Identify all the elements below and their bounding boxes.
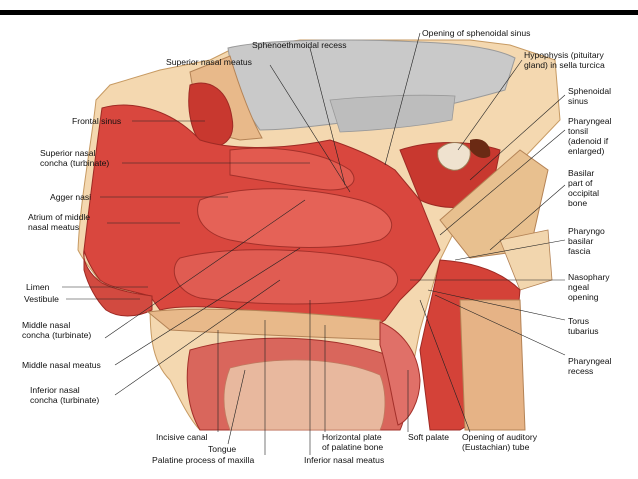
leader-fascia	[454, 239, 566, 261]
label-superior-nasal-meatus: Superior nasal meatus	[166, 57, 252, 67]
label-nasopharyngeal-opening: Nasophary ngeal opening	[568, 272, 610, 302]
leader-middle-meatus	[114, 247, 301, 366]
brain-region	[227, 39, 516, 131]
label-superior-nasal-concha: Superior nasal concha (turbinate)	[40, 148, 110, 168]
label-basilar-part: Basilar part of occipital bone	[568, 168, 600, 208]
label-opening-auditory-tube: Opening of auditory (Eustachian) tube	[462, 432, 538, 452]
label-atrium-middle-meatus: Atrium of middle nasal meatus	[28, 212, 91, 232]
leader-opening-sphenoidal	[384, 32, 421, 166]
label-middle-nasal-concha: Middle nasal concha (turbinate)	[22, 320, 92, 340]
leader-auditory	[419, 299, 471, 433]
label-limen: Limen	[26, 282, 50, 292]
label-tongue: Tongue	[208, 444, 237, 454]
leader-pharyngeal-tonsil	[439, 129, 566, 236]
label-torus-tubarius: Torus tubarius	[568, 316, 599, 336]
middle-concha-shape	[197, 188, 392, 248]
brain-lower	[329, 94, 456, 133]
label-agger-nasi: Agger nasi	[50, 192, 92, 202]
inferior-concha-shape	[173, 249, 399, 305]
superior-concha-shape	[229, 147, 355, 191]
header-bar	[0, 10, 638, 15]
frontal-sinus-shape	[188, 82, 234, 147]
label-soft-palate: Soft palate	[408, 432, 450, 442]
label-frontal-sinus: Frontal sinus	[72, 116, 122, 126]
leader-superior-meatus	[269, 64, 351, 193]
label-horizontal-plate: Horizontal plate of palatine bone	[322, 432, 384, 452]
leader-inferior-concha	[114, 279, 281, 396]
pituitary-shape	[437, 142, 471, 171]
soft-palate-shape	[379, 321, 421, 426]
label-middle-nasal-meatus: Middle nasal meatus	[22, 360, 101, 370]
label-vestibule: Vestibule	[24, 294, 59, 304]
label-pharyngeal-recess: Pharyngeal recess	[568, 356, 612, 376]
leader-pharyngeal-recess	[434, 294, 566, 356]
leader-hypophysis	[457, 59, 523, 151]
label-pharyngeal-tonsil: Pharyngeal tonsil (adenoid if enlarged)	[568, 116, 612, 156]
label-sphenoethmoidal-recess: Sphenoethmoidal recess	[252, 40, 347, 50]
label-pharyngobasilar-fascia: Pharyngo basilar fascia	[568, 226, 605, 256]
leader-sphenoidal-sinus	[469, 94, 566, 181]
label-inferior-nasal-meatus: Inferior nasal meatus	[304, 455, 385, 465]
leader-basilar	[489, 184, 566, 251]
label-palatine-process: Palatine process of maxilla	[152, 455, 255, 465]
label-inferior-nasal-concha: Inferior nasal concha (turbinate)	[30, 385, 100, 405]
leader-middle-concha	[104, 199, 306, 339]
vertebra-column	[459, 299, 526, 431]
label-incisive-canal: Incisive canal	[156, 432, 208, 442]
hypophysis-dark	[470, 138, 491, 158]
tongue-inner	[223, 359, 386, 431]
nose-tip	[83, 249, 153, 317]
label-opening-sphenoidal-sinus: Opening of sphenoidal sinus	[422, 28, 531, 38]
leader-tongue	[227, 369, 246, 445]
leader-lines	[62, 32, 566, 455]
label-hypophysis: Hypophysis (pituitary gland) in sella tu…	[524, 50, 605, 70]
label-sphenoidal-sinus: Sphenoidal sinus	[568, 86, 612, 106]
leader-torus	[427, 289, 566, 321]
basilar-bone-shape	[439, 149, 549, 259]
leader-sphenoethmoidal	[309, 47, 346, 186]
